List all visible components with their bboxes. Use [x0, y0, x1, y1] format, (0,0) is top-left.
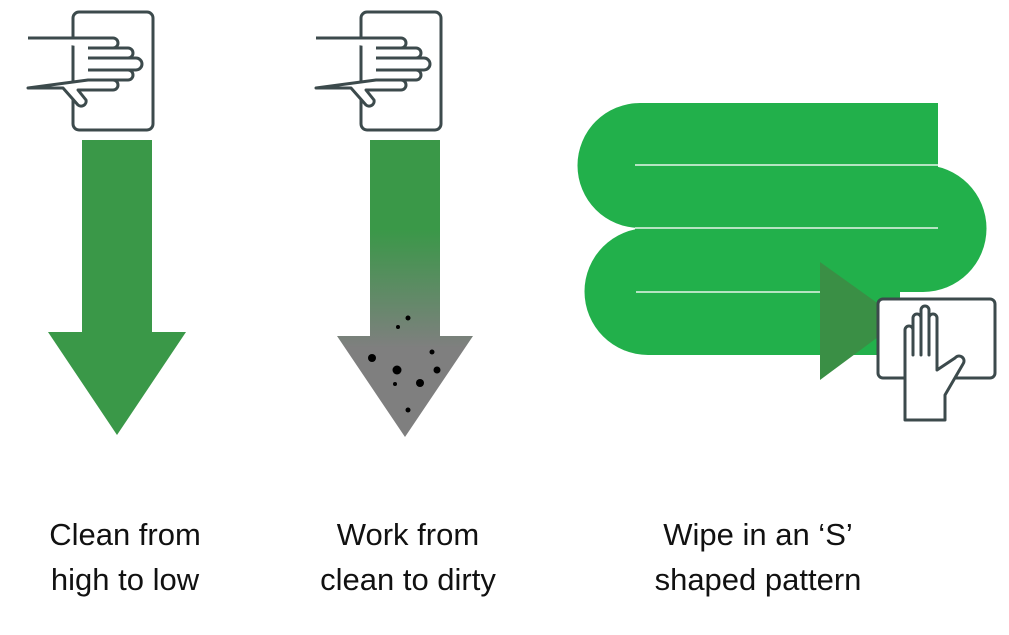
- step-2-line-1: Work from: [336, 517, 480, 552]
- step-3-line-1: Wipe in an ‘S’: [663, 517, 853, 552]
- step-3-caption: Wipe in an ‘S’ shaped pattern: [608, 512, 908, 602]
- down-arrow-high-to-low: [48, 140, 186, 435]
- step-2-line-2: clean to dirty: [320, 562, 496, 597]
- step-2-caption: Work from clean to dirty: [258, 512, 558, 602]
- hand-wiping-cloth-icon: [876, 297, 997, 422]
- step-3-line-2: shaped pattern: [654, 562, 862, 597]
- dirt-particles: [368, 315, 441, 413]
- step-1-line-1: Clean from: [49, 517, 201, 552]
- hand-wiping-cloth-icon: [26, 10, 155, 132]
- step-1-line-2: high to low: [50, 562, 200, 597]
- down-arrow-clean-to-dirty: [337, 140, 473, 437]
- hand-wiping-cloth-icon: [314, 10, 443, 132]
- step-1-caption: Clean from high to low: [0, 512, 275, 602]
- s-pattern-path: [577, 103, 987, 355]
- s-pattern-arrowhead: [820, 262, 901, 380]
